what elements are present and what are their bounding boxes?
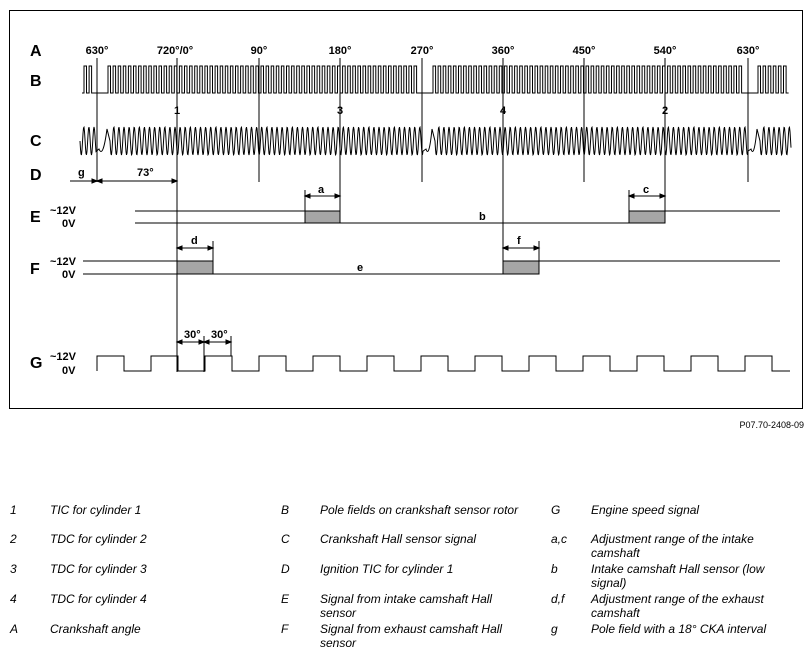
legend-description: Signal from exhaust camshaft Hall sensor [320, 622, 503, 650]
label-high-voltage-e: ~12V [50, 205, 77, 217]
label-73-degrees: 73° [137, 167, 154, 179]
row-letter-f: F [30, 261, 40, 278]
label-c: c [643, 184, 649, 196]
legend-description: TIC for cylinder 1 [50, 503, 142, 517]
row-letter-a: A [30, 43, 42, 60]
label-low-voltage-e: 0V [62, 218, 76, 230]
angle-label: 90° [251, 45, 268, 57]
arrow-head [303, 193, 311, 199]
angle-label: 450° [573, 45, 596, 57]
row-letters: A B C D E F G [30, 43, 42, 372]
row-letter-c: C [30, 133, 42, 150]
arrow-head [171, 178, 179, 184]
legend-description: TDC for cylinder 4 [50, 592, 147, 606]
arrow-head [533, 245, 541, 251]
label-high-voltage-g: ~12V [50, 351, 77, 363]
legend-key: G [551, 503, 561, 517]
tdc-numbers: 1 3 4 2 [174, 105, 668, 117]
legend-key: A [10, 622, 19, 636]
row-letter-d: D [30, 167, 42, 184]
label-a: a [318, 184, 325, 196]
legend-key: D [281, 562, 290, 576]
label-g: g [78, 167, 85, 179]
ignition-dimension [70, 178, 179, 184]
diagram-frame [9, 10, 803, 409]
arrow-head [91, 178, 99, 184]
timing-diagram: A B C D E F G 630° 720°/0° 90° 180° 270°… [9, 10, 803, 409]
tdc-number: 2 [662, 105, 668, 117]
legend-key: C [281, 532, 290, 546]
angle-label: 360° [492, 45, 515, 57]
f-range-d [176, 260, 214, 275]
label-30-degrees-2: 30° [211, 329, 228, 341]
arrow-head [175, 339, 183, 345]
legend-key: 3 [10, 562, 17, 576]
legend-description: Pole fields on crankshaft sensor rotor [320, 503, 519, 517]
arrow-head [334, 193, 342, 199]
exhaust-camshaft-signal [83, 241, 780, 275]
angle-label: 720°/0° [157, 45, 193, 57]
legend-description: Intake camshaft Hall sensor (low signal) [591, 562, 765, 590]
arrow-head [627, 193, 635, 199]
legend-key: d,f [551, 592, 565, 606]
pole-field-signal [82, 65, 789, 94]
tdc-number: 4 [500, 105, 507, 117]
angle-labels: 630° 720°/0° 90° 180° 270° 360° 450° 540… [86, 45, 760, 57]
row-letter-g: G [30, 355, 42, 372]
arrow-head [175, 245, 183, 251]
label-high-voltage-f: ~12V [50, 256, 77, 268]
legend-key: g [551, 622, 558, 636]
e-range-c [628, 210, 666, 224]
angle-label: 540° [654, 45, 677, 57]
legend-key: b [551, 562, 558, 576]
arrow-head [198, 339, 206, 345]
arrow-head [501, 245, 509, 251]
legend-key: 2 [10, 532, 17, 546]
arrow-head [95, 178, 103, 184]
legend-description: Crankshaft Hall sensor signal [320, 532, 477, 546]
legend-description: Pole field with a 18° CKA interval [591, 622, 767, 636]
row-letter-b: B [30, 73, 42, 90]
label-b: b [479, 211, 486, 223]
label-f: f [517, 235, 521, 247]
legend-key: F [281, 622, 289, 636]
angle-label: 270° [411, 45, 434, 57]
legend-description: Crankshaft angle [50, 622, 141, 636]
label-low-voltage-g: 0V [62, 365, 76, 377]
row-letter-e: E [30, 209, 41, 226]
arrow-head [202, 339, 210, 345]
legend-key: E [281, 592, 290, 606]
angle-label: 630° [737, 45, 760, 57]
engine-speed-signal [96, 355, 790, 372]
legend-key: 1 [10, 503, 17, 517]
legend-description: TDC for cylinder 2 [50, 532, 147, 546]
crankshaft-hall-signal [79, 125, 792, 157]
intake-camshaft-signal [135, 190, 780, 224]
legend-description: Ignition TIC for cylinder 1 [320, 562, 454, 576]
f-range-f [502, 260, 540, 275]
legend-description: Adjustment range of the intake camshaft [591, 532, 754, 560]
angle-label: 630° [86, 45, 109, 57]
legend-description: TDC for cylinder 3 [50, 562, 147, 576]
arrow-head [659, 193, 667, 199]
label-d: d [191, 235, 198, 247]
legend-description: Signal from intake camshaft Hall sensor [320, 592, 493, 620]
label-30-degrees-1: 30° [184, 329, 201, 341]
tdc-number: 1 [174, 105, 180, 117]
figure-reference: P07.70-2408-09 [739, 420, 804, 430]
arrow-head [207, 245, 215, 251]
e-range-a [304, 210, 341, 224]
label-e: e [357, 262, 363, 274]
tdc-number: 3 [337, 105, 343, 117]
legend-description: Adjustment range of the exhaust camshaft [591, 592, 764, 620]
pulse-dimension [175, 336, 233, 372]
angle-label: 180° [329, 45, 352, 57]
legend-key: 4 [10, 592, 17, 606]
legend-key: B [281, 503, 290, 517]
legend-description: Engine speed signal [591, 503, 700, 517]
legend-key: a,c [551, 532, 568, 546]
arrow-head [225, 339, 233, 345]
label-low-voltage-f: 0V [62, 269, 76, 281]
